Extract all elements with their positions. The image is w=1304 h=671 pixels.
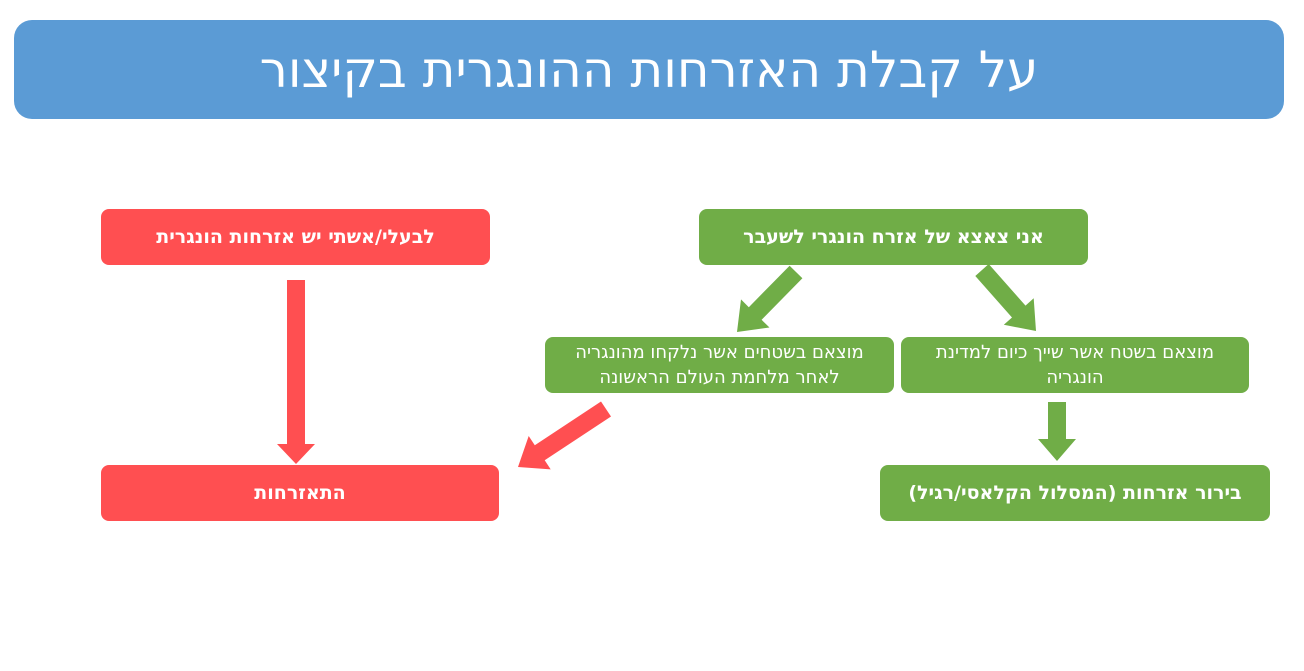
arrow-lost-territories-to-naturalization [518,401,611,470]
page-title: על קבלת האזרחות ההונגרית בקיצור [259,40,1039,99]
node-naturalization: התאזרחות [101,465,499,521]
arrow-current-territory-to-verification [1038,402,1076,461]
node-current-territory: מוצאם בשטח אשר שייך כיום למדינת הונגריה [901,337,1249,393]
arrow-descendant-to-current-territory [975,264,1036,331]
title-banner: על קבלת האזרחות ההונגרית בקיצור [14,20,1284,119]
node-lost-territories: מוצאם בשטחים אשר נלקחו מהונגריה לאחר מלח… [545,337,894,393]
arrow-descendant-to-lost-territories [737,265,803,332]
arrow-spouse-to-naturalization [277,280,315,464]
node-citizenship-verification: בירור אזרחות (המסלול הקלאסי/רגיל) [880,465,1270,521]
node-descendant: אני צאצא של אזרח הונגרי לשעבר [699,209,1088,265]
node-spouse: לבעלי/אשתי יש אזרחות הונגרית [101,209,490,265]
